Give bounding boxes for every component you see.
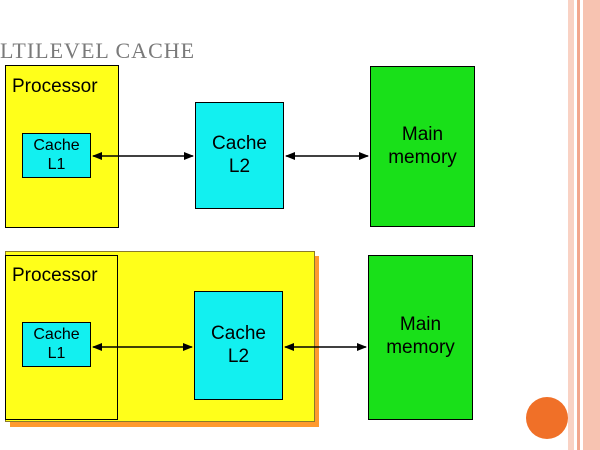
main-memory-box: Main memory (368, 255, 473, 420)
cache-l2-line1: Cache (211, 323, 266, 344)
main-memory-box: Main memory (370, 66, 475, 227)
cache-l1-line1: Cache (33, 137, 80, 154)
cache-l2-line1: Cache (212, 133, 267, 154)
decorative-orange-circle (526, 397, 568, 439)
cache-l2-label: Cache L2 (196, 133, 283, 179)
cache-l2-box: Cache L2 (194, 291, 283, 400)
main-memory-line2: memory (388, 146, 457, 168)
cache-l2-line2: L2 (227, 345, 250, 367)
cache-l2-label: Cache L2 (195, 323, 282, 369)
main-memory-line2: memory (386, 336, 455, 358)
cache-l1-label: Cache L1 (23, 325, 90, 363)
processor-label: Processor (12, 265, 98, 286)
processor-label: Processor (12, 76, 98, 97)
cache-l1-label: Cache L1 (23, 136, 90, 174)
cache-l2-line2: L2 (228, 155, 251, 177)
slide-title: LTILEVEL CACHE (0, 38, 196, 63)
cache-l1-line1: Cache (33, 326, 80, 343)
main-memory-label: Main memory (371, 124, 474, 170)
decorative-right-border (568, 0, 600, 450)
main-memory-label: Main memory (369, 314, 472, 360)
cache-l1-box: Cache L1 (22, 133, 91, 178)
cache-l1-line2: L1 (47, 345, 66, 363)
cache-l2-box: Cache L2 (195, 102, 284, 209)
cache-l1-box: Cache L1 (22, 322, 91, 367)
main-memory-line1: Main (401, 124, 444, 145)
cache-l1-line2: L1 (47, 156, 66, 174)
main-memory-line1: Main (399, 314, 442, 335)
